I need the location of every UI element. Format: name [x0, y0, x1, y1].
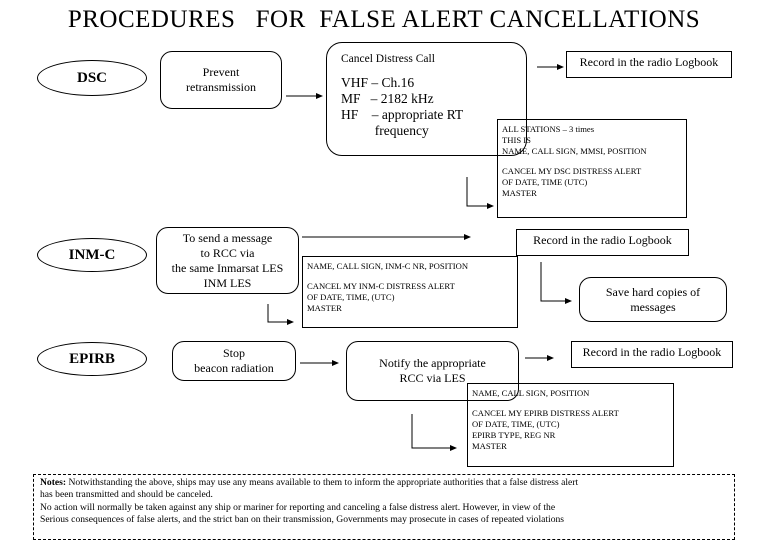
dsc-cancel-line-3: HF – appropriate RT: [341, 107, 464, 122]
dsc-prevent-line-1: Prevent: [202, 65, 240, 79]
dsc-cancel-line-1: VHF – Ch.16: [341, 75, 415, 90]
notes-line-1: Notes: Notwithstanding the above, ships …: [40, 477, 728, 489]
dsc-cancel-distress-box: Cancel Distress Call VHF – Ch.16 MF – 21…: [326, 42, 527, 156]
arrow-inmc-logbook-to-hardcopies: [540, 262, 572, 304]
arrow-epirb-to-message: [411, 414, 457, 451]
page-title: PROCEDURES FOR FALSE ALERT CANCELLATIONS: [67, 6, 701, 33]
notes-line-1-text: Notwithstanding the above, ships may use…: [66, 477, 579, 488]
epirb-logbook-box: Record in the radio Logbook: [571, 341, 733, 368]
dsc-label: DSC: [37, 60, 147, 96]
inmc-msg-line-3: CANCEL MY INM-C DISTRESS ALERT: [307, 281, 455, 291]
dsc-cancel-line-4: frequency: [341, 123, 429, 138]
inmc-msg-line-1: NAME, CALL SIGN, INM-C NR, POSITION: [307, 261, 469, 271]
epirb-stop-line-1: Stop: [222, 346, 245, 360]
notes-box: Notes: Notwithstanding the above, ships …: [33, 474, 735, 540]
inmc-send-line-3: the same Inmarsat LES: [171, 260, 284, 275]
inmc-message-box: NAME, CALL SIGN, INM-C NR, POSITION CANC…: [302, 256, 518, 328]
inmc-send-line-4: INM LES: [203, 275, 252, 290]
inmc-hardcopies-line-1: Save hard copies of: [605, 284, 701, 299]
dsc-msg-line-2: THIS IS: [502, 135, 531, 145]
dsc-message-box: ALL STATIONS – 3 times THIS IS NAME, CAL…: [497, 119, 687, 218]
dsc-msg-line-6: OF DATE, TIME (UTC): [502, 177, 588, 187]
dsc-msg-line-1: ALL STATIONS – 3 times: [502, 124, 595, 134]
arrow-dsc-to-message: [466, 177, 494, 209]
inmc-hardcopies-box: Save hard copies of messages: [579, 277, 727, 322]
dsc-cancel-head: Cancel Distress Call: [341, 53, 435, 65]
epirb-message-box: NAME, CALL SIGN, POSITION CANCEL MY EPIR…: [467, 383, 674, 467]
dsc-msg-gap: [502, 157, 682, 166]
epirb-label: EPIRB: [37, 342, 147, 376]
epirb-stop-line-2: beacon radiation: [194, 361, 274, 375]
epirb-msg-line-4: OF DATE, TIME, (UTC): [472, 419, 560, 429]
notes-line-4: Serious consequences of false alerts, an…: [40, 514, 565, 526]
dsc-prevent-box: Prevent retransmission: [160, 51, 282, 109]
epirb-notify-line-1: Notify the appropriate: [379, 356, 486, 370]
inmc-send-box: To send a message to RCC via the same In…: [156, 227, 299, 294]
inmc-send-line-2: to RCC via: [200, 245, 255, 260]
dsc-prevent-line-2: retransmission: [186, 80, 256, 94]
inmc-logbook-box: Record in the radio Logbook: [516, 229, 689, 256]
inmc-msg-gap: [307, 272, 513, 281]
epirb-msg-line-1: NAME, CALL SIGN, POSITION: [472, 388, 590, 398]
dsc-msg-line-3: NAME, CALL SIGN, MMSI, POSITION: [502, 146, 647, 156]
notes-line-2: has been transmitted and should be cance…: [40, 489, 213, 501]
epirb-msg-line-3: CANCEL MY EPIRB DISTRESS ALERT: [472, 408, 619, 418]
epirb-msg-line-6: MASTER: [472, 441, 507, 451]
dsc-msg-line-5: CANCEL MY DSC DISTRESS ALERT: [502, 166, 642, 176]
notes-line-3: No action will normally be taken against…: [40, 501, 556, 513]
dsc-msg-line-7: MASTER: [502, 188, 537, 198]
epirb-stop-box: Stop beacon radiation: [172, 341, 296, 381]
inmc-msg-line-4: OF DATE, TIME, (UTC): [307, 292, 395, 302]
epirb-notify-box: Notify the appropriate RCC via LES: [346, 341, 519, 401]
notes-label: Notes:: [40, 477, 67, 488]
inmc-send-line-1: To send a message: [182, 230, 273, 245]
epirb-notify-line-2: RCC via LES: [399, 371, 466, 385]
dsc-logbook-box: Record in the radio Logbook: [566, 51, 732, 78]
inmc-msg-line-5: MASTER: [307, 303, 342, 313]
inmc-hardcopies-line-2: messages: [630, 299, 676, 314]
inmc-label: INM-C: [37, 238, 147, 272]
dsc-cancel-line-2: MF – 2182 kHz: [341, 91, 434, 106]
epirb-msg-line-5: EPIRB TYPE, REG NR: [472, 430, 556, 440]
epirb-msg-gap: [472, 399, 669, 408]
arrow-inmc-to-message: [267, 304, 294, 325]
